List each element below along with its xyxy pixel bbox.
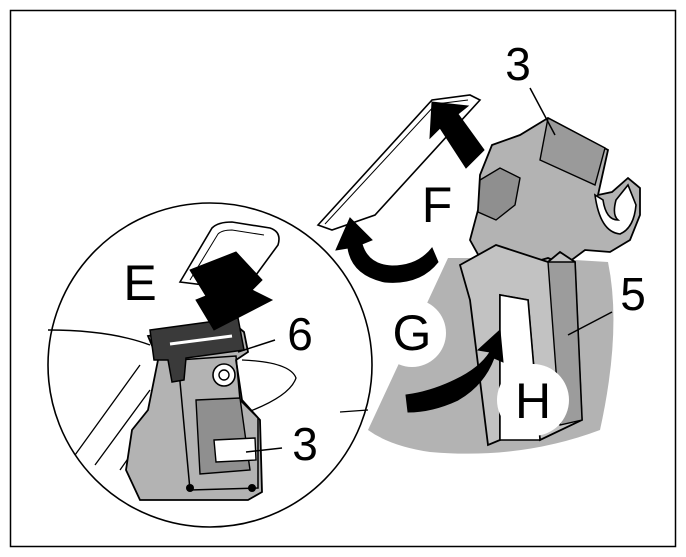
part-3-face	[539, 116, 606, 186]
part-3-clip	[477, 167, 521, 221]
detail-latch-slot	[169, 334, 233, 346]
step-f-bubble	[403, 172, 471, 240]
diagram-frame	[9, 9, 677, 548]
arrow-h-icon	[405, 328, 504, 413]
detail-cover-inner	[189, 229, 265, 281]
step-e-backdrop	[118, 255, 162, 305]
step-g-bubble	[378, 299, 446, 367]
detail-wire	[241, 359, 297, 413]
step-e-label: E	[123, 255, 156, 311]
arrow-e-icon	[189, 251, 274, 331]
callout-3-top-leader	[529, 87, 556, 136]
callout-5-leader	[567, 311, 613, 336]
callout-3-detail-leader	[245, 447, 283, 453]
detail-part-6-latch	[149, 317, 245, 383]
detail-rail	[47, 329, 151, 346]
detail-rivet-1	[186, 484, 194, 492]
callout-6: 6	[287, 308, 313, 360]
part-3-hook	[593, 183, 637, 235]
callout-3-detail: 3	[292, 418, 318, 470]
arrow-g-icon	[335, 217, 439, 283]
detail-screw-inner	[218, 369, 230, 381]
detail-rivet-2	[248, 484, 256, 492]
detail-part-3-tab	[213, 437, 257, 463]
step-h-label: H	[515, 373, 551, 429]
detail-view: E 6 3	[47, 202, 373, 528]
detail-leader	[339, 409, 369, 413]
callout-5: 5	[620, 268, 646, 320]
step-h-bubble	[497, 364, 569, 436]
main-assembly: F G H 3 5	[316, 38, 646, 454]
step-f-label: F	[422, 177, 453, 233]
step-g-label: G	[393, 305, 432, 361]
part-5-side	[547, 261, 583, 426]
callout-6-leader	[237, 339, 276, 353]
detail-part-3-window	[195, 397, 251, 475]
arrow-f-icon	[429, 101, 485, 169]
callout-3-top: 3	[505, 38, 531, 90]
